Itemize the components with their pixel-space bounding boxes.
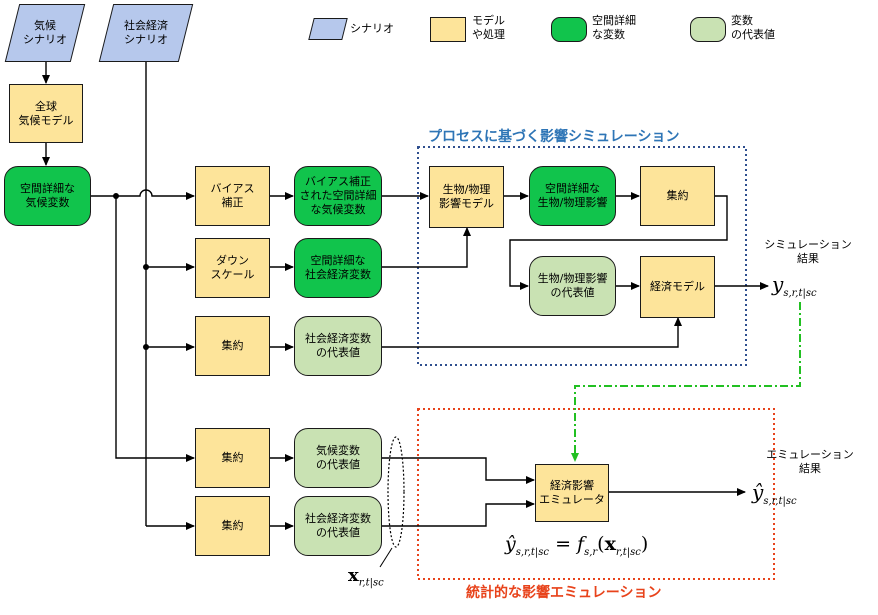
aggregate-bio: 集約 xyxy=(640,166,715,226)
legend-label-spatial: 空間詳細 な変数 xyxy=(592,14,636,41)
bias-corrected-climate: バイアス補正 された空間詳細 な気候変数 xyxy=(294,166,382,226)
input-vector-pointer xyxy=(379,547,393,568)
bias-correction: バイアス 補正 xyxy=(195,166,270,226)
emulation-result-symbol: ŷs,r,t|sc xyxy=(752,480,797,507)
simulation-result-label: シミュレーション 結果 xyxy=(764,238,852,265)
emulation-region-border xyxy=(417,408,775,580)
edge-rep2-emulator xyxy=(382,500,535,527)
emulation-result-label: エミュレーション 結果 xyxy=(766,448,854,475)
aggregate-climate: 集約 xyxy=(195,428,270,488)
socio-representative-2: 社会経済変数 の代表値 xyxy=(294,496,382,556)
bio-representative: 生物/物理影響 の代表値 xyxy=(529,256,616,316)
global-climate-model: 全球 気候モデル xyxy=(9,84,83,143)
emulation-region-title: 統計的な影響エミュレーション xyxy=(466,585,662,601)
socioeconomic-scenario: 社会経済 シナリオ xyxy=(106,4,186,62)
junction-dot xyxy=(143,344,149,350)
input-vector-ellipse xyxy=(387,436,405,548)
economic-emulator: 経済影響 エミュレータ xyxy=(535,464,609,522)
legend-label-model: モデル や処理 xyxy=(472,14,505,41)
process-region-title: プロセスに基づく影響シミュレーション xyxy=(428,129,680,145)
spatial-climate-variables: 空間詳細な 気候変数 xyxy=(4,166,91,226)
edge-rep1-econ xyxy=(382,317,682,348)
socio-representative: 社会経済変数 の代表値 xyxy=(294,316,382,376)
emulator-equation: ŷs,r,t|sc = fs,r(xr,t|sc) xyxy=(505,533,649,558)
bio-physical-model: 生物/物理 影響モデル xyxy=(429,166,504,228)
aggregate-socio-2: 集約 xyxy=(195,496,270,556)
climate-scenario-label: 気候 シナリオ xyxy=(23,19,67,46)
edge-spatial-bias xyxy=(91,189,195,200)
simulation-result-symbol: ys,r,t|sc xyxy=(772,272,817,299)
legend-swatch-model xyxy=(430,17,466,42)
socioeconomic-scenario-label: 社会経済 シナリオ xyxy=(124,19,168,46)
edge-feedback-simulation xyxy=(571,302,801,462)
spatial-socio-variables: 空間詳細な 社会経済変数 xyxy=(294,238,382,298)
edge-climrep-emulator xyxy=(382,457,535,484)
spatial-bio-impact: 空間詳細な 生物/物理影響 xyxy=(529,166,616,226)
aggregate-socio: 集約 xyxy=(195,316,270,376)
edge-socio-bio xyxy=(382,227,471,268)
input-vector-symbol: xr,t|sc xyxy=(348,565,384,589)
process-region-border xyxy=(417,146,747,366)
junction-dot xyxy=(143,264,149,270)
legend-swatch-spatial xyxy=(551,17,587,42)
climate-scenario: 気候 シナリオ xyxy=(12,4,78,62)
legend-label-representative: 変数 の代表値 xyxy=(731,14,775,41)
downscale: ダウン スケール xyxy=(195,238,270,298)
economic-model: 経済モデル xyxy=(640,256,715,318)
edge-junction-climate-agg xyxy=(115,196,195,462)
legend-swatch-scenario xyxy=(308,18,348,40)
legend-swatch-representative xyxy=(690,17,726,42)
junction-dot xyxy=(113,193,119,199)
climate-representative: 気候変数 の代表値 xyxy=(294,428,382,488)
edge-agg2-biorep xyxy=(509,195,728,290)
legend-label-scenario: シナリオ xyxy=(350,22,394,35)
